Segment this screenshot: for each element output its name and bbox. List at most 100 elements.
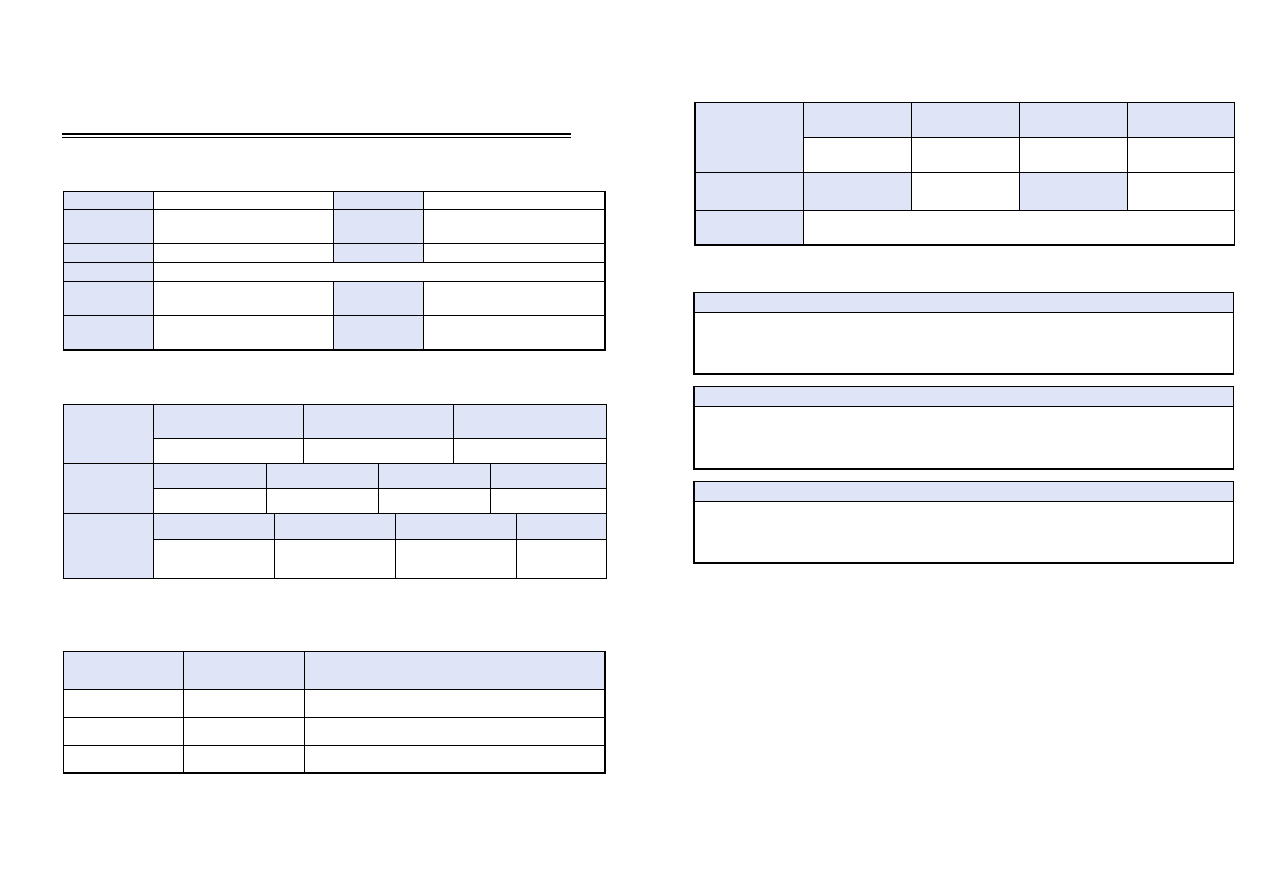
form-table [63, 191, 606, 351]
grid-value-cell [266, 488, 379, 514]
grid-header-cell [153, 463, 267, 489]
summary-table [694, 102, 1235, 246]
summary-value-cell [1018, 137, 1128, 173]
grid-group-label [63, 513, 154, 579]
list-header-row [63, 651, 605, 690]
summary-label [694, 102, 804, 173]
title-rule-bottom [62, 137, 571, 138]
list-header-cell [63, 651, 184, 690]
list-cell [304, 745, 605, 773]
list-cell [304, 689, 605, 718]
grid-header-cell [453, 404, 607, 439]
summary-label [1018, 172, 1128, 211]
form-label [333, 243, 424, 263]
list-row [63, 745, 605, 773]
grid-header-cell [266, 463, 379, 489]
form-row [63, 262, 605, 282]
grid-value-cell [516, 539, 607, 579]
grid-group [63, 513, 607, 579]
list-header-cell [304, 651, 605, 690]
text-panel [693, 386, 1234, 470]
form-label [63, 281, 154, 316]
panel-heading [695, 293, 1233, 313]
form-value [153, 191, 334, 210]
grid-group [63, 463, 607, 514]
summary-label [694, 172, 804, 211]
form-row [63, 281, 605, 316]
form-value [423, 209, 605, 244]
list-cell [183, 689, 305, 718]
grid-value-cell [153, 488, 267, 514]
summary-row [694, 102, 1235, 173]
grid-table [63, 404, 607, 579]
page-title [62, 112, 571, 130]
grid-value-cell [303, 438, 454, 464]
form-row [63, 315, 605, 350]
summary-value-cell [910, 172, 1020, 211]
grid-header-cell [274, 513, 396, 540]
grid-group [63, 404, 607, 464]
form-label [333, 191, 424, 210]
grid-header-cell [303, 404, 454, 439]
grid-header-cell [516, 513, 607, 540]
summary-header-cell [802, 102, 912, 138]
form-label [63, 262, 154, 282]
list-cell [63, 745, 184, 773]
grid-value-cell [490, 488, 607, 514]
grid-group-label [63, 463, 154, 514]
form-value [423, 191, 605, 210]
list-cell [304, 717, 605, 746]
form-row [63, 209, 605, 244]
form-label [63, 243, 154, 263]
form-row [63, 191, 605, 210]
summary-label [694, 210, 804, 245]
list-row [63, 717, 605, 746]
text-panel [693, 292, 1234, 375]
grid-value-cell [274, 539, 396, 579]
list-cell [183, 745, 305, 773]
title-rule-top [62, 133, 571, 135]
summary-value-wide [802, 210, 1235, 245]
form-value-wide [153, 262, 605, 282]
form-value [423, 281, 605, 316]
panel-body [695, 313, 1233, 373]
grid-value-cell [453, 438, 607, 464]
list-row [63, 689, 605, 718]
grid-value-cell [378, 488, 491, 514]
summary-header-cell [1126, 102, 1235, 138]
form-label [63, 191, 154, 210]
list-table [63, 651, 606, 774]
grid-value-cell [153, 438, 304, 464]
summary-header-cell [910, 102, 1020, 138]
grid-group-label [63, 404, 154, 464]
summary-value-cell [910, 137, 1020, 173]
form-label [333, 209, 424, 244]
panel-body [695, 502, 1233, 562]
form-label [333, 281, 424, 316]
grid-header-cell [395, 513, 517, 540]
list-cell [63, 689, 184, 718]
panel-body [695, 407, 1233, 467]
panel-heading [695, 387, 1233, 407]
form-label [333, 315, 424, 350]
summary-row [694, 172, 1235, 211]
form-value [153, 315, 334, 350]
grid-value-cell [395, 539, 517, 579]
grid-value-cell [153, 539, 275, 579]
summary-row [694, 210, 1235, 245]
text-panel [693, 481, 1234, 564]
grid-header-cell [153, 513, 275, 540]
form-label [63, 315, 154, 350]
list-header-cell [183, 651, 305, 690]
form-value [153, 243, 334, 263]
grid-header-cell [490, 463, 607, 489]
list-cell [63, 717, 184, 746]
form-value [153, 281, 334, 316]
summary-header-cell [1018, 102, 1128, 138]
form-value [423, 315, 605, 350]
panel-heading [695, 482, 1233, 502]
list-cell [183, 717, 305, 746]
form-value [423, 243, 605, 263]
summary-row [695, 137, 1235, 173]
summary-value-cell [802, 137, 912, 173]
